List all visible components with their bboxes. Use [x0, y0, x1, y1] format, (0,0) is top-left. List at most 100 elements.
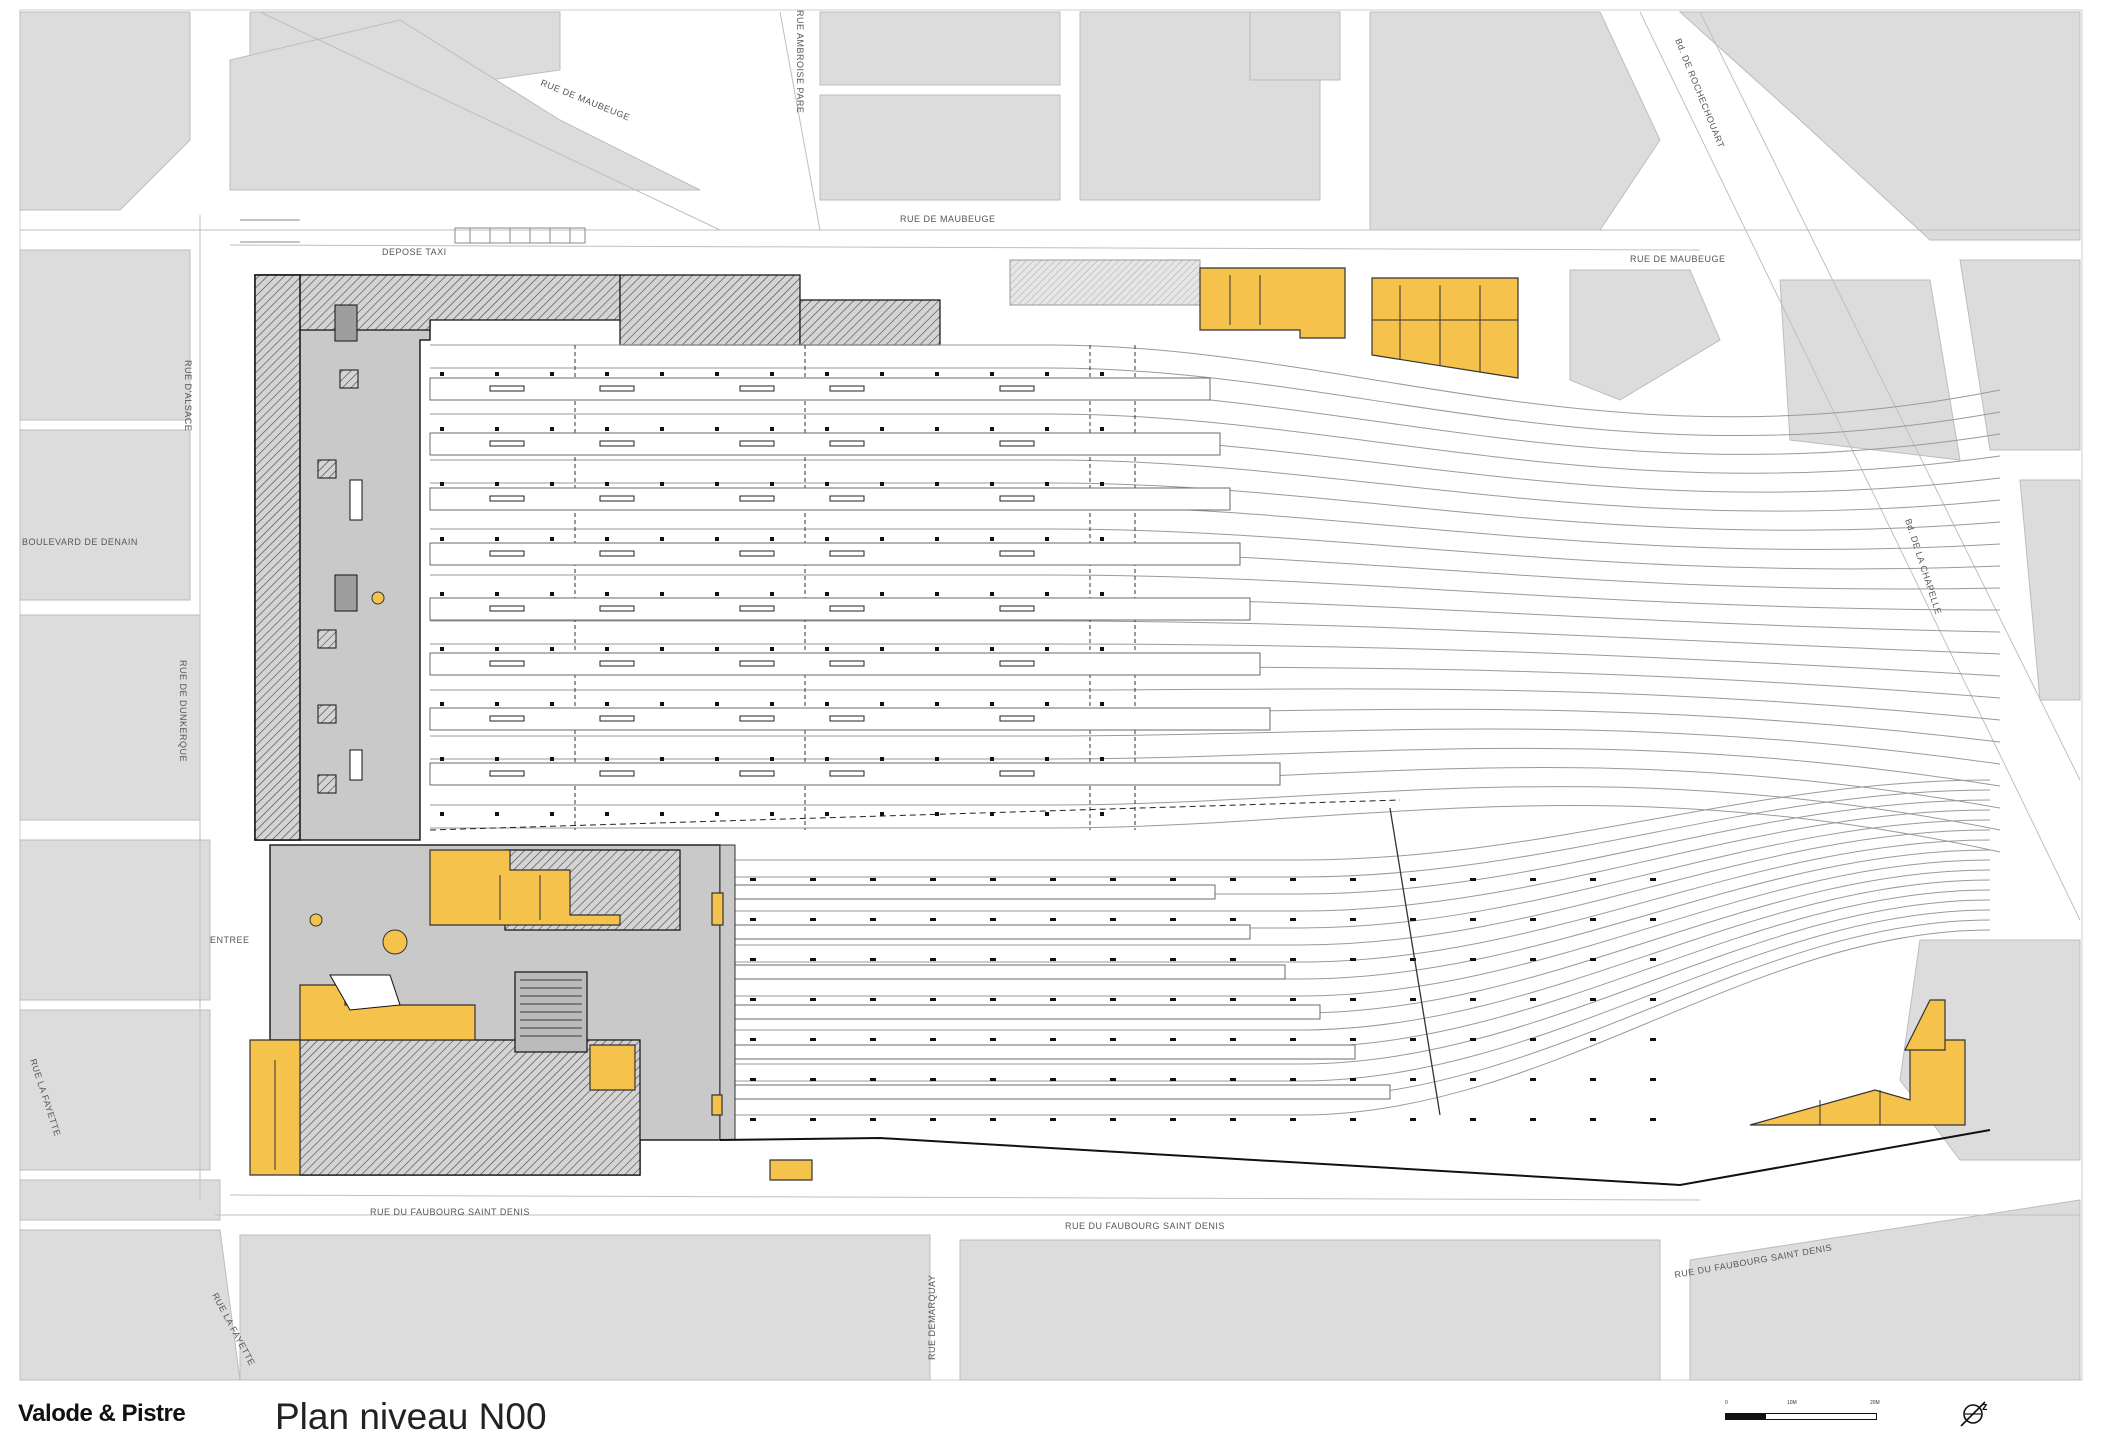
pillar [1170, 1038, 1176, 1041]
platform-kiosk [999, 440, 1035, 447]
track-line [430, 482, 2001, 531]
pillar [440, 372, 444, 376]
highlight-east-top [1904, 999, 1946, 1051]
highlight-kiosk [711, 892, 724, 926]
pillar [870, 958, 876, 961]
pillar [1230, 878, 1236, 881]
platform-kiosk [999, 550, 1035, 557]
pillar [715, 592, 719, 596]
platform-kiosk [739, 495, 775, 502]
station-south-boundary [719, 1129, 1991, 1187]
svg-text:z: z [1982, 1401, 1988, 1413]
pillar [990, 647, 994, 651]
pillar [440, 647, 444, 651]
platforms [429, 377, 1391, 1100]
pillar [930, 958, 936, 961]
track-line [735, 869, 1991, 1014]
pillar [1045, 812, 1049, 816]
pillar [495, 537, 499, 541]
track-line [735, 799, 1991, 895]
pillar [990, 812, 994, 816]
pillar [1590, 1118, 1596, 1121]
highlight-small-2 [769, 1159, 813, 1181]
pillar [495, 482, 499, 486]
pillar [1590, 878, 1596, 881]
pillar [1230, 958, 1236, 961]
pillar [1290, 918, 1296, 921]
track-line [735, 909, 1991, 1082]
pillar [1410, 878, 1416, 881]
platform-kiosk [999, 605, 1035, 612]
pillar [1170, 1118, 1176, 1121]
platform-kiosk [999, 715, 1035, 722]
pillar [715, 427, 719, 431]
pillar [1100, 427, 1104, 431]
pillar [1050, 958, 1056, 961]
pillar [1470, 1078, 1476, 1081]
city-blocks [19, 11, 2081, 1381]
scale-label-end: 20M [1870, 1400, 1880, 1406]
platform-kiosk [489, 660, 525, 667]
pillar [660, 702, 664, 706]
scale-bar-black [1725, 1413, 1765, 1420]
platform-kiosk [739, 605, 775, 612]
pillar [1590, 918, 1596, 921]
pillar [1100, 647, 1104, 651]
track-line [735, 929, 1991, 1116]
pillar [1530, 918, 1536, 921]
pillar [1650, 878, 1656, 881]
platform-kiosk [739, 660, 775, 667]
pillar [880, 702, 884, 706]
pillar [825, 757, 829, 761]
pillar [550, 427, 554, 431]
pillar [715, 702, 719, 706]
label-rue-de-maubeuge-right: RUE DE MAUBEUGE [1630, 254, 1726, 264]
pillar [1110, 918, 1116, 921]
scale-label-0: 0 [1725, 1400, 1728, 1406]
pillar [870, 1078, 876, 1081]
pillar [660, 647, 664, 651]
pillar [1100, 702, 1104, 706]
pillar [990, 878, 996, 881]
platform-kiosk [999, 660, 1035, 667]
platform-kiosk [599, 605, 635, 612]
pillar [1170, 958, 1176, 961]
pillar [1290, 1078, 1296, 1081]
pillar [1350, 1118, 1356, 1121]
pillar [1230, 918, 1236, 921]
pillar [1230, 1118, 1236, 1121]
track-line [430, 528, 2001, 570]
pillar [870, 998, 876, 1001]
pillar [1590, 998, 1596, 1001]
track-line [735, 829, 1991, 946]
pillar [825, 812, 829, 816]
pillar [1290, 1118, 1296, 1121]
platform-kiosk [829, 770, 865, 777]
pillar [930, 998, 936, 1001]
pillar [715, 812, 719, 816]
label-rue-ambroise-pare: RUE AMBROISE PARE [795, 10, 805, 113]
pillar [660, 812, 664, 816]
pillar [605, 427, 609, 431]
track-line [735, 809, 1991, 912]
track-line [430, 459, 2001, 512]
pillar [750, 958, 756, 961]
pillar [1170, 998, 1176, 1001]
pillar [715, 372, 719, 376]
pillar [495, 647, 499, 651]
platform-pillars [440, 372, 1656, 1121]
pillar [1530, 998, 1536, 1001]
pillar [1410, 998, 1416, 1001]
pillar [495, 702, 499, 706]
pillar [715, 537, 719, 541]
pillar [935, 757, 939, 761]
pillar [935, 482, 939, 486]
pillar [935, 647, 939, 651]
pillar [935, 812, 939, 816]
pillar [1050, 1118, 1056, 1121]
label-boulevard-de-denain: BOULEVARD DE DENAIN [22, 537, 138, 547]
pillar [770, 537, 774, 541]
pillar [605, 537, 609, 541]
track-line [430, 805, 2001, 853]
